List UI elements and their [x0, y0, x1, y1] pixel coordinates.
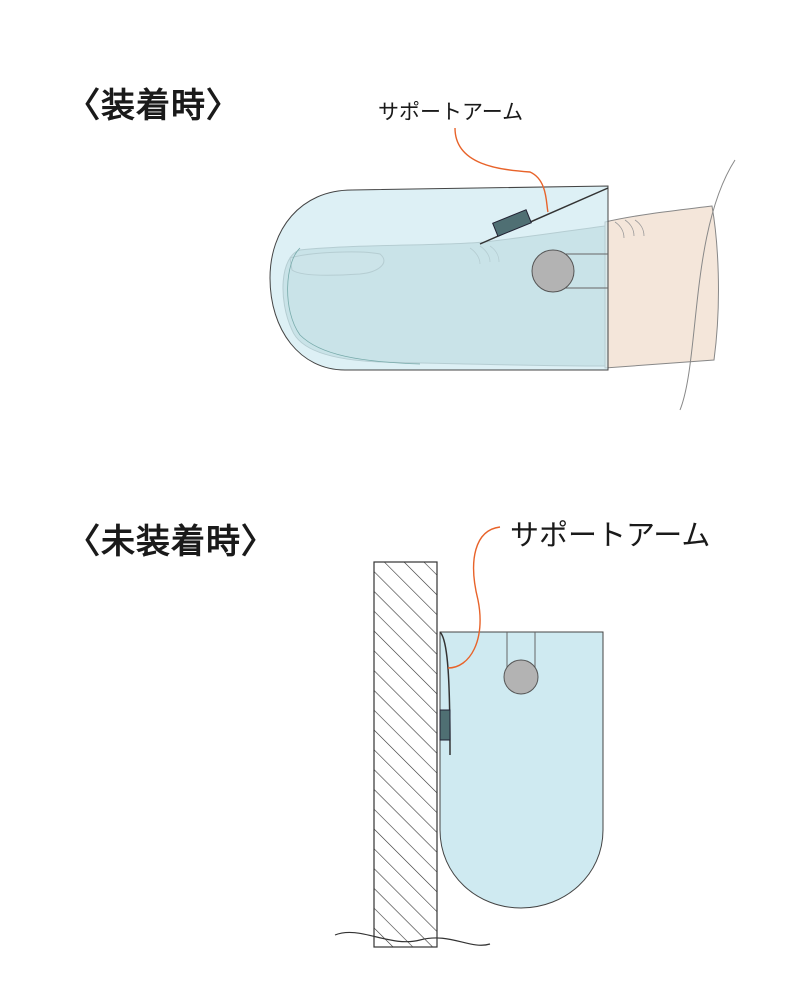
unworn-heading: 〈未装着時〉 [66, 522, 276, 562]
unworn-illustration [334, 526, 604, 948]
hatched-wall [373, 561, 438, 948]
pivot-pin-worn [531, 249, 575, 293]
ground-line [334, 931, 491, 946]
pivot-pin-unworn [503, 659, 539, 695]
finger-case-worn [269, 185, 609, 371]
skin-wrinkles [614, 219, 645, 239]
worn-heading: 〈装着時〉 [66, 86, 241, 126]
hand-outline-curve [679, 159, 736, 411]
case-inner-line [287, 247, 421, 365]
unworn-leader-line [447, 526, 501, 669]
worn-support-arm-label: サポートアーム [378, 100, 524, 124]
worn-illustration [269, 127, 736, 411]
finger-skin [604, 205, 719, 369]
support-arm-pad-unworn [439, 709, 451, 741]
support-arm-pad-worn [492, 209, 532, 237]
finger-case-unworn [439, 631, 604, 909]
unworn-support-arm-label: サポートアーム [510, 518, 711, 552]
worn-leader-line [454, 127, 549, 213]
